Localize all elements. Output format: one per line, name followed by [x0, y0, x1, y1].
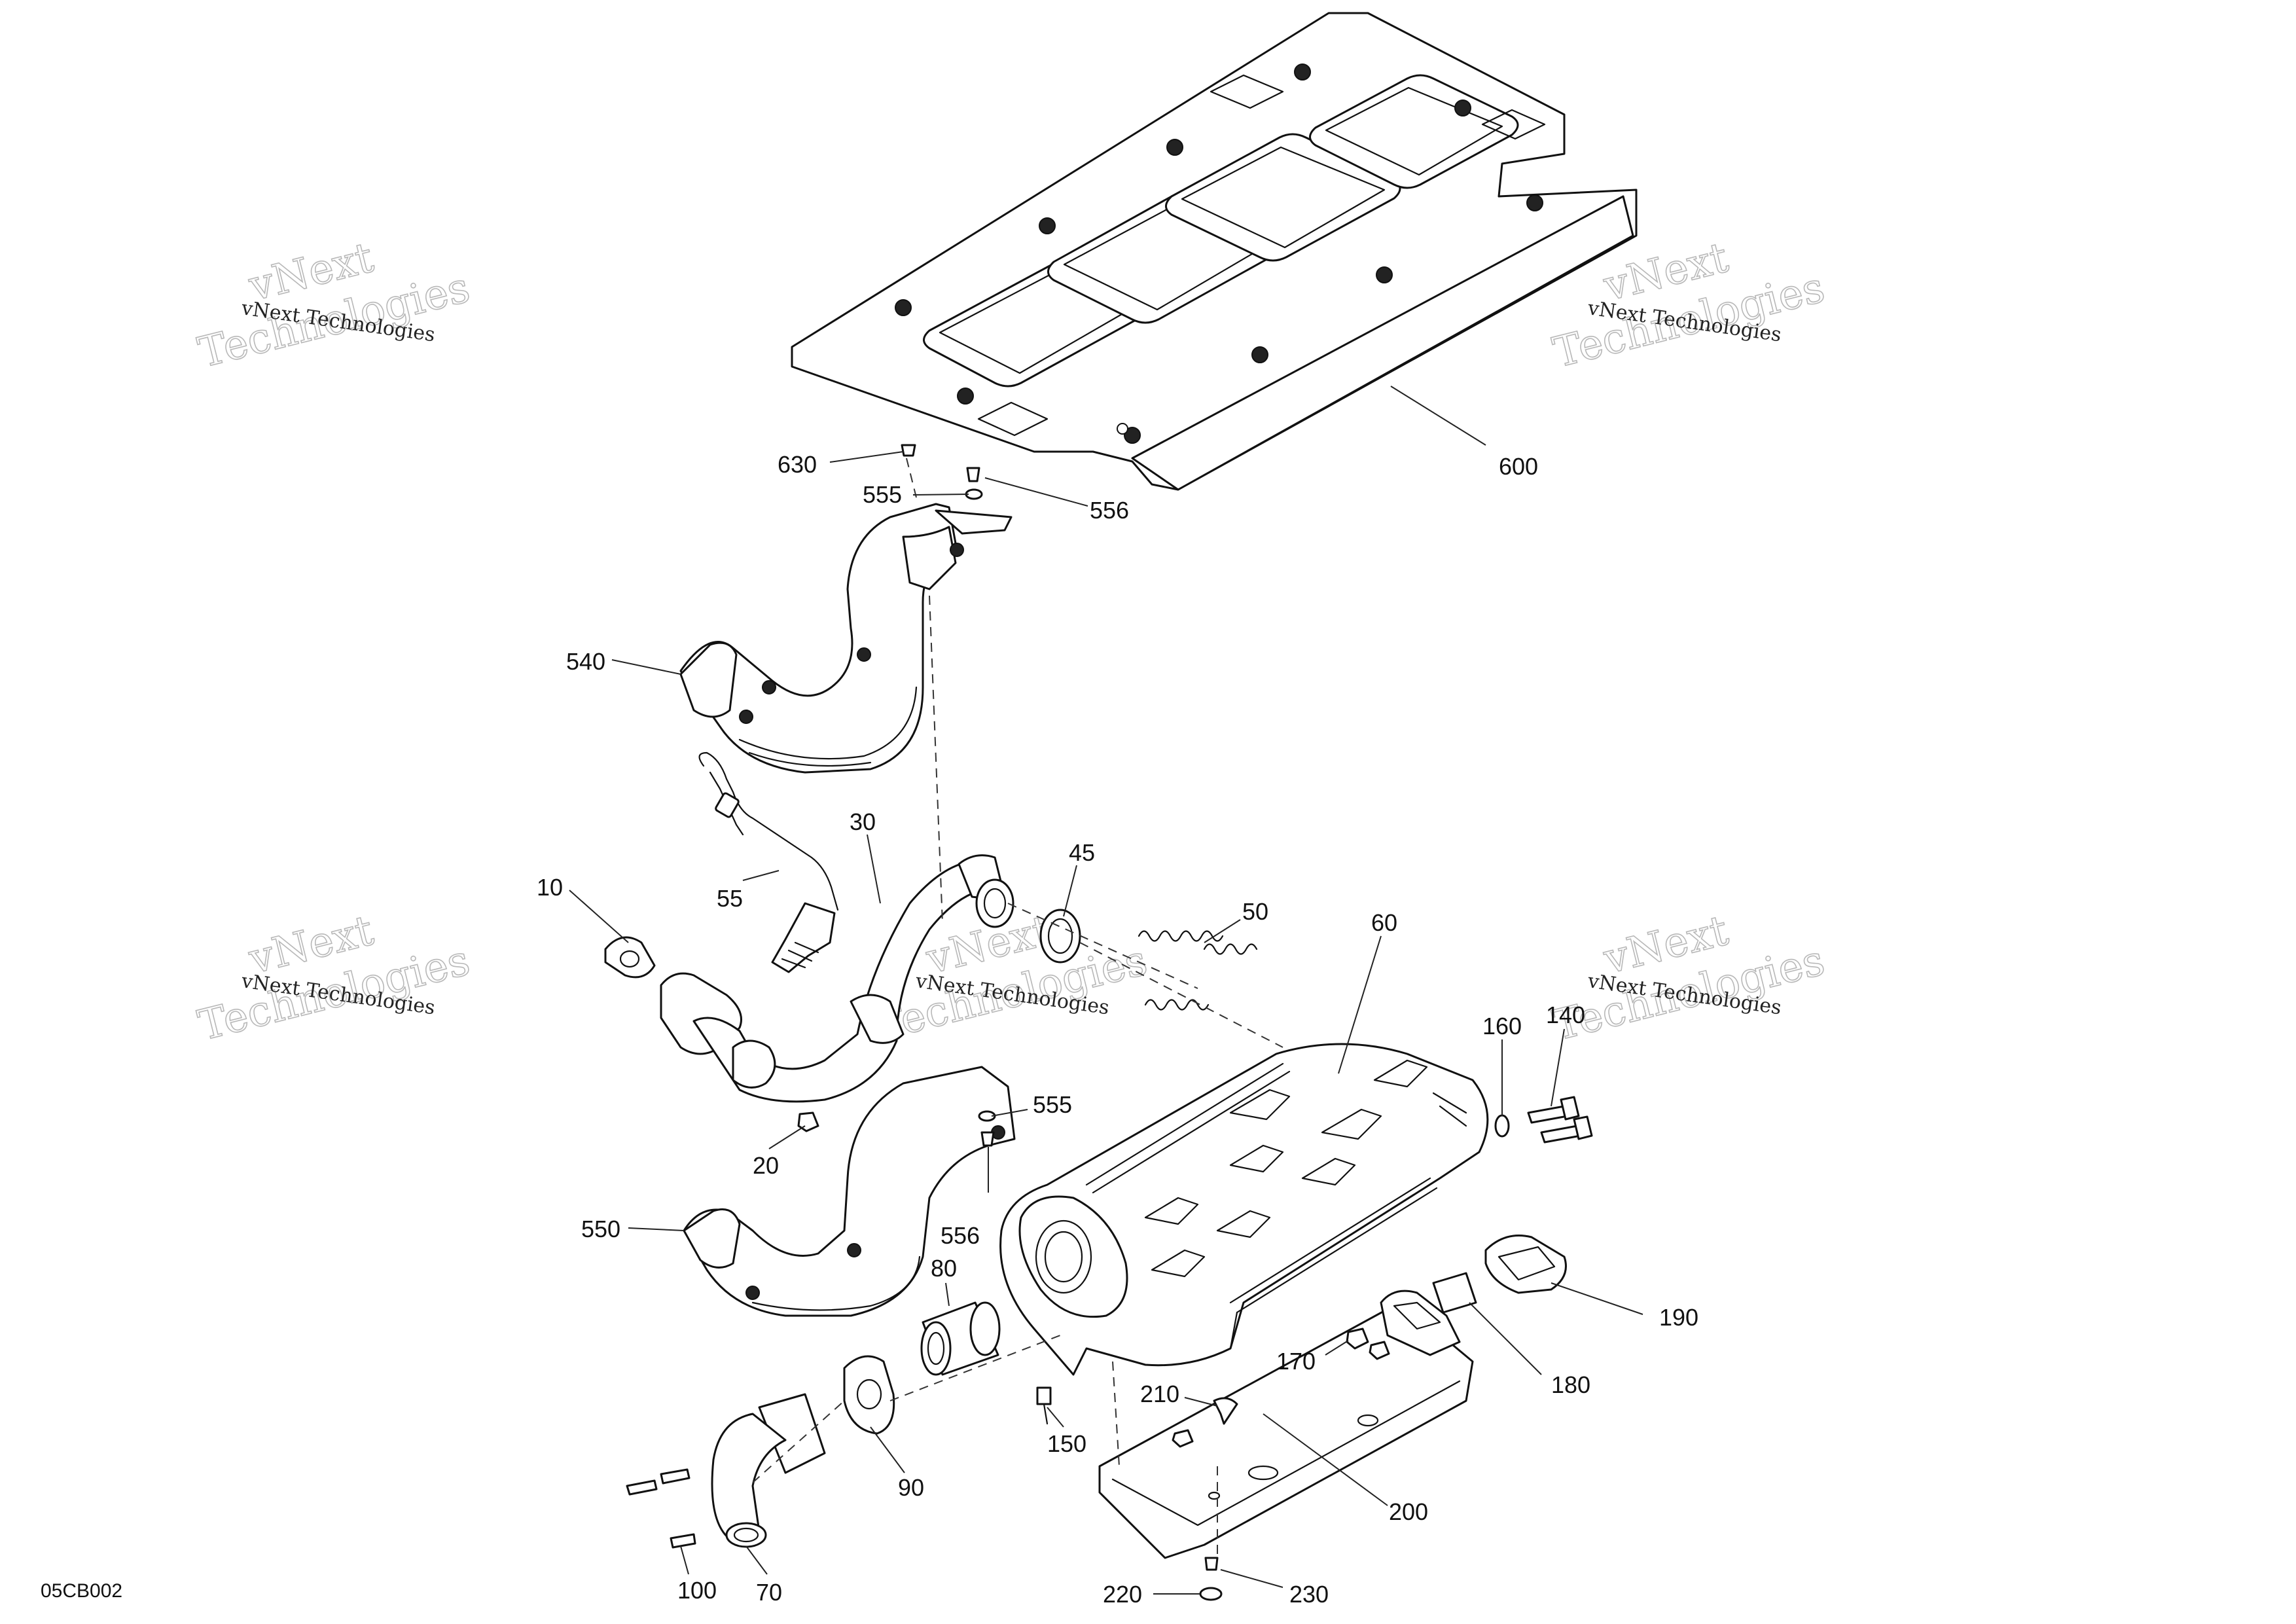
callout-160: 160 — [1482, 1013, 1522, 1039]
callout-55: 55 — [717, 885, 743, 912]
callout-90: 90 — [898, 1474, 924, 1501]
callout-550: 550 — [581, 1216, 620, 1242]
drawing-code: 05CB002 — [41, 1580, 122, 1602]
callout-50: 50 — [1242, 898, 1268, 925]
oxygen-sensor — [698, 751, 839, 973]
callout-10: 10 — [537, 874, 563, 901]
assembly-lines — [752, 458, 1283, 1558]
gasket-45 — [1039, 909, 1081, 964]
callout-80: 80 — [931, 1255, 957, 1282]
callout-170: 170 — [1276, 1348, 1316, 1375]
callout-556: 556 — [941, 1222, 980, 1249]
callout-140: 140 — [1546, 1001, 1585, 1028]
leader-lines — [569, 386, 1643, 1595]
callout-100: 100 — [677, 1577, 717, 1604]
callout-70: 70 — [756, 1579, 782, 1606]
callout-210: 210 — [1140, 1380, 1179, 1407]
callout-45: 45 — [1069, 839, 1095, 866]
callout-180: 180 — [1551, 1371, 1590, 1398]
spring-upper — [1138, 930, 1258, 955]
rubber-block-180 — [1432, 1272, 1477, 1314]
callout-30: 30 — [850, 808, 876, 835]
callout-630: 630 — [778, 451, 817, 478]
callout-555: 555 — [1033, 1091, 1072, 1118]
callout-190: 190 — [1659, 1304, 1698, 1331]
spring-lower — [1144, 999, 1210, 1011]
header-pipe — [660, 854, 1014, 1103]
spacer-tube-80 — [920, 1301, 1001, 1376]
tailpipe-70 — [711, 1393, 826, 1548]
callout-200: 200 — [1389, 1498, 1428, 1525]
callout-555: 555 — [863, 481, 902, 508]
callout-220: 220 — [1103, 1581, 1142, 1608]
callout-540: 540 — [566, 648, 605, 675]
watermark-mid-left: vNext Technologies — [193, 906, 475, 1051]
bracket-tab — [1380, 1290, 1461, 1356]
gasket-10 — [604, 936, 656, 979]
muffler — [999, 1043, 1489, 1376]
rubber-grommet-190 — [1484, 1235, 1567, 1294]
callout-labels: 630 555 556 600 540 30 10 55 45 50 60 16… — [537, 451, 1698, 1608]
callout-600: 600 — [1499, 453, 1538, 480]
flange-gasket-90 — [843, 1355, 895, 1435]
callout-20: 20 — [753, 1152, 779, 1179]
callout-556: 556 — [1090, 497, 1129, 524]
callout-150: 150 — [1047, 1430, 1086, 1457]
watermark-top-left: vNext Technologies — [193, 233, 475, 378]
lower-pipe-heat-shield — [683, 1066, 1016, 1317]
heat-shield-plate — [791, 12, 1638, 491]
upper-pipe-heat-shield — [679, 503, 1013, 774]
callout-60: 60 — [1371, 909, 1397, 936]
callout-230: 230 — [1289, 1581, 1329, 1608]
